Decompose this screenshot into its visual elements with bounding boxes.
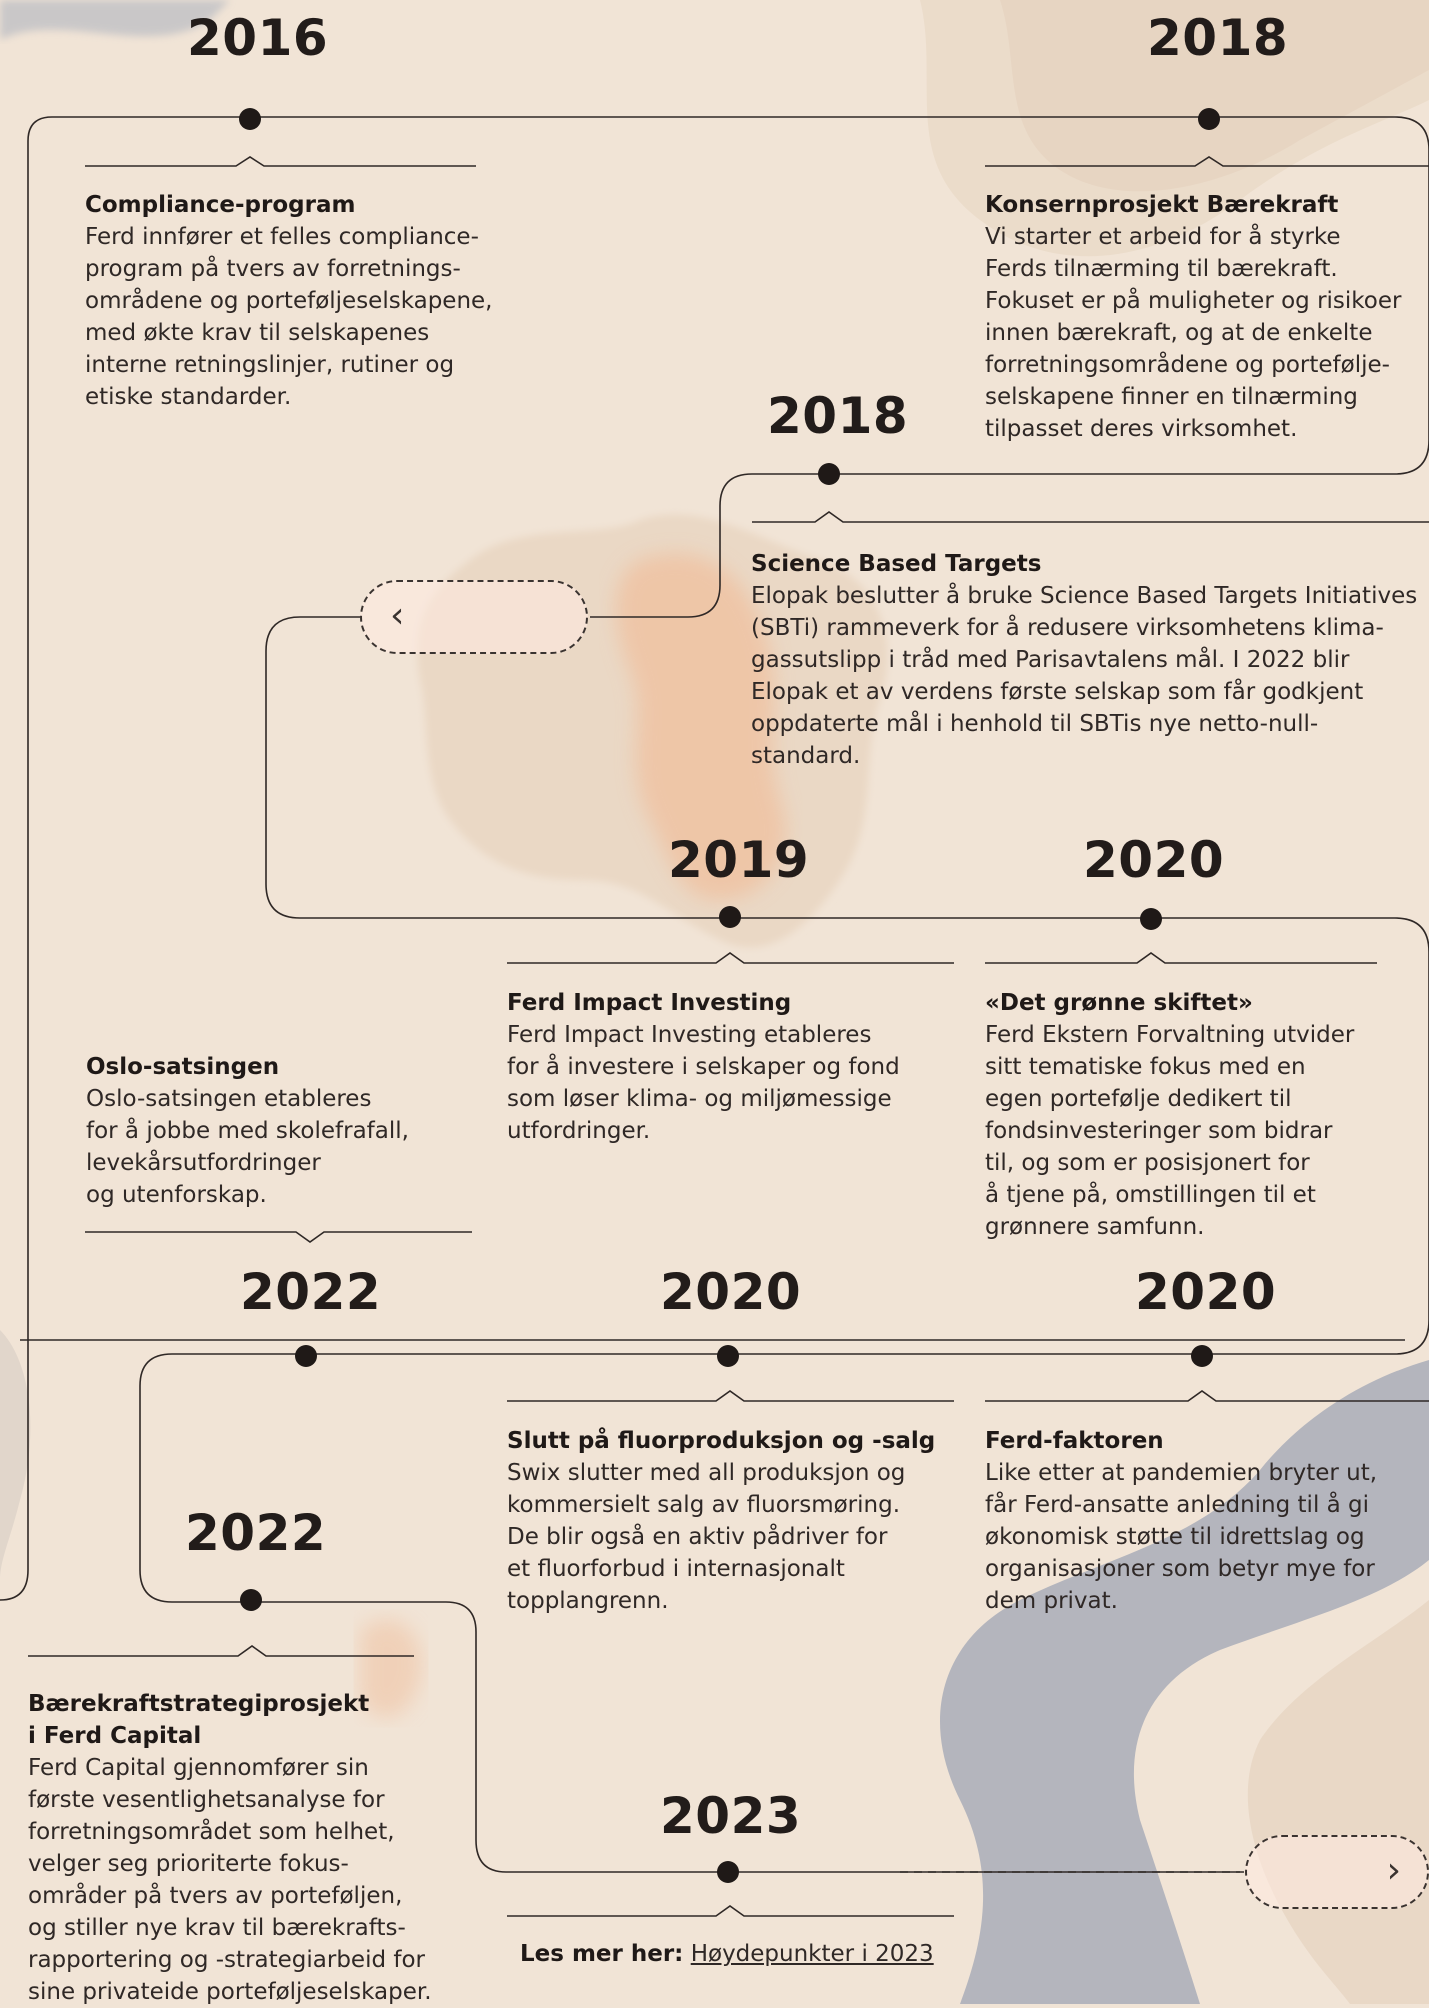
event-konsern: Konsernprosjekt Bærekraft Vi starter et … bbox=[985, 189, 1425, 445]
event-title: Ferd Impact Investing bbox=[507, 990, 792, 1016]
year-label: 2019 bbox=[668, 831, 810, 889]
timeline-dot-2018-b bbox=[818, 463, 840, 485]
year-label: 2023 bbox=[660, 1787, 802, 1845]
event-body: Ferd innfører et felles compliance- prog… bbox=[85, 224, 493, 410]
year-label: 2016 bbox=[187, 9, 329, 67]
chevron-left-icon: ‹ bbox=[390, 595, 405, 636]
prev-button[interactable]: ‹ bbox=[360, 580, 588, 654]
year-label: 2020 bbox=[660, 1263, 802, 1321]
event-title: Compliance-program bbox=[85, 192, 356, 218]
read-more-label: Les mer her: bbox=[520, 1941, 684, 1967]
event-oslo: Oslo-satsingen Oslo-satsingen etableres … bbox=[86, 1051, 486, 1211]
year-label: 2020 bbox=[1083, 831, 1225, 889]
event-title: Science Based Targets bbox=[751, 551, 1042, 577]
timeline-dot-2018-a bbox=[1198, 108, 1220, 130]
highlights-link[interactable]: Høydepunkter i 2023 bbox=[690, 1941, 934, 1967]
event-body: Ferd Ekstern Forvaltning utvider sitt te… bbox=[985, 1022, 1355, 1240]
chevron-right-icon: › bbox=[1386, 1850, 1401, 1891]
year-label: 2020 bbox=[1135, 1263, 1277, 1321]
event-sbt: Science Based Targets Elopak beslutter å… bbox=[751, 548, 1429, 772]
timeline-dot-2022-b bbox=[240, 1589, 262, 1611]
event-title: Konsernprosjekt Bærekraft bbox=[985, 192, 1339, 218]
event-body: Ferd Capital gjennomfører sin første ves… bbox=[28, 1755, 432, 2005]
timeline-dot-2016 bbox=[239, 108, 261, 130]
event-compliance: Compliance-program Ferd innfører et fell… bbox=[85, 189, 525, 413]
event-title: Oslo-satsingen bbox=[86, 1054, 280, 1080]
event-title: Slutt på fluorproduksjon og -salg bbox=[507, 1428, 936, 1454]
event-impact: Ferd Impact Investing Ferd Impact Invest… bbox=[507, 987, 947, 1147]
event-title: Bærekraftstrategiprosjekt i Ferd Capital bbox=[28, 1691, 370, 1749]
event-title: «Det grønne skiftet» bbox=[985, 990, 1253, 1016]
timeline-dot-2022-a bbox=[295, 1345, 317, 1367]
timeline-dot-2020-a bbox=[1140, 908, 1162, 930]
year-label: 2018 bbox=[767, 387, 909, 445]
event-fluor: Slutt på fluorproduksjon og -salg Swix s… bbox=[507, 1425, 957, 1617]
timeline-dot-2020-c bbox=[1191, 1345, 1213, 1367]
timeline-dot-2023 bbox=[717, 1861, 739, 1883]
year-label: 2018 bbox=[1147, 9, 1289, 67]
event-capital: Bærekraftstrategiprosjekt i Ferd Capital… bbox=[28, 1688, 488, 2008]
event-body: Ferd Impact Investing etableres for å in… bbox=[507, 1022, 900, 1144]
event-ferd-faktoren: Ferd-faktoren Like etter at pandemien br… bbox=[985, 1425, 1429, 1617]
event-title: Ferd-faktoren bbox=[985, 1428, 1164, 1454]
year-label: 2022 bbox=[240, 1263, 382, 1321]
timeline-dot-2020-b bbox=[717, 1345, 739, 1367]
timeline-dot-2019 bbox=[719, 906, 741, 928]
read-more: Les mer her: Høydepunkter i 2023 bbox=[520, 1938, 934, 1970]
year-label: 2022 bbox=[185, 1504, 327, 1562]
event-body: Vi starter et arbeid for å styrke Ferds … bbox=[985, 224, 1402, 442]
event-body: Like etter at pandemien bryter ut, får F… bbox=[985, 1460, 1378, 1614]
event-body: Swix slutter med all produksjon og komme… bbox=[507, 1460, 906, 1614]
next-button[interactable]: › bbox=[1245, 1835, 1429, 1909]
event-body: Oslo-satsingen etableres for å jobbe med… bbox=[86, 1086, 409, 1208]
event-gronne-skiftet: «Det grønne skiftet» Ferd Ekstern Forval… bbox=[985, 987, 1425, 1243]
event-body: Elopak beslutter å bruke Science Based T… bbox=[751, 583, 1418, 769]
